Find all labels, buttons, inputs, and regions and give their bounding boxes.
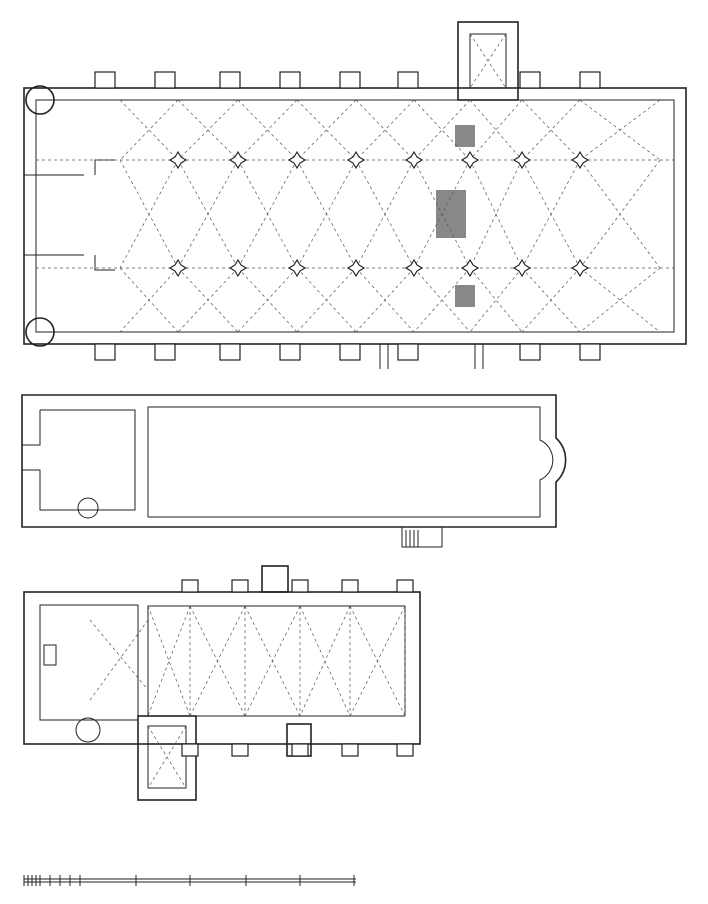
pier — [570, 258, 590, 278]
vault-ribs — [355, 99, 415, 333]
pier — [346, 150, 366, 170]
pier — [460, 258, 480, 278]
pier — [228, 258, 248, 278]
pier — [512, 258, 532, 278]
vault-ribs — [36, 159, 674, 269]
vault-ribs — [299, 605, 351, 717]
scale-bar — [23, 875, 356, 886]
vault-ribs — [349, 605, 406, 717]
buttress — [341, 579, 359, 593]
vault-ribs — [237, 99, 298, 333]
buttress — [579, 343, 601, 361]
buttress — [94, 71, 116, 89]
buttress — [291, 579, 309, 593]
pier — [287, 150, 307, 170]
pier — [512, 150, 532, 170]
vault-ribs — [147, 605, 191, 717]
buttress — [181, 579, 199, 593]
buttress — [519, 343, 541, 361]
vault-ribs — [119, 99, 179, 333]
buttress — [341, 743, 359, 757]
pier — [404, 150, 424, 170]
pier — [460, 150, 480, 170]
buttress — [396, 579, 414, 593]
vault-ribs — [89, 619, 149, 701]
buttress — [519, 71, 541, 89]
buttress — [154, 343, 176, 361]
plan-simple-church — [21, 394, 567, 548]
vault-ribs — [296, 99, 357, 333]
pier — [168, 150, 188, 170]
buttress — [279, 71, 301, 89]
buttress — [397, 71, 419, 89]
buttress — [154, 71, 176, 89]
buttress — [181, 743, 199, 757]
vault-ribs — [469, 99, 523, 333]
vault-ribs — [413, 99, 471, 333]
buttress — [231, 579, 249, 593]
pier — [168, 258, 188, 278]
buttress — [291, 743, 309, 757]
plan-small-church — [23, 565, 421, 801]
vault-ribs — [244, 605, 301, 717]
pier — [346, 258, 366, 278]
buttress — [94, 343, 116, 361]
buttress — [219, 71, 241, 89]
vault-ribs — [189, 605, 246, 717]
pier — [287, 258, 307, 278]
buttress — [219, 343, 241, 361]
buttress — [396, 743, 414, 757]
vault-ribs — [177, 99, 239, 333]
buttress — [579, 71, 601, 89]
plan-hall-church — [23, 21, 687, 369]
vault-ribs — [521, 99, 581, 333]
pier — [570, 150, 590, 170]
vault-ribs — [579, 99, 661, 333]
buttress — [279, 343, 301, 361]
pier — [404, 258, 424, 278]
buttress — [397, 343, 419, 361]
buttress — [339, 71, 361, 89]
buttress — [231, 743, 249, 757]
pier — [228, 150, 248, 170]
buttress — [339, 343, 361, 361]
